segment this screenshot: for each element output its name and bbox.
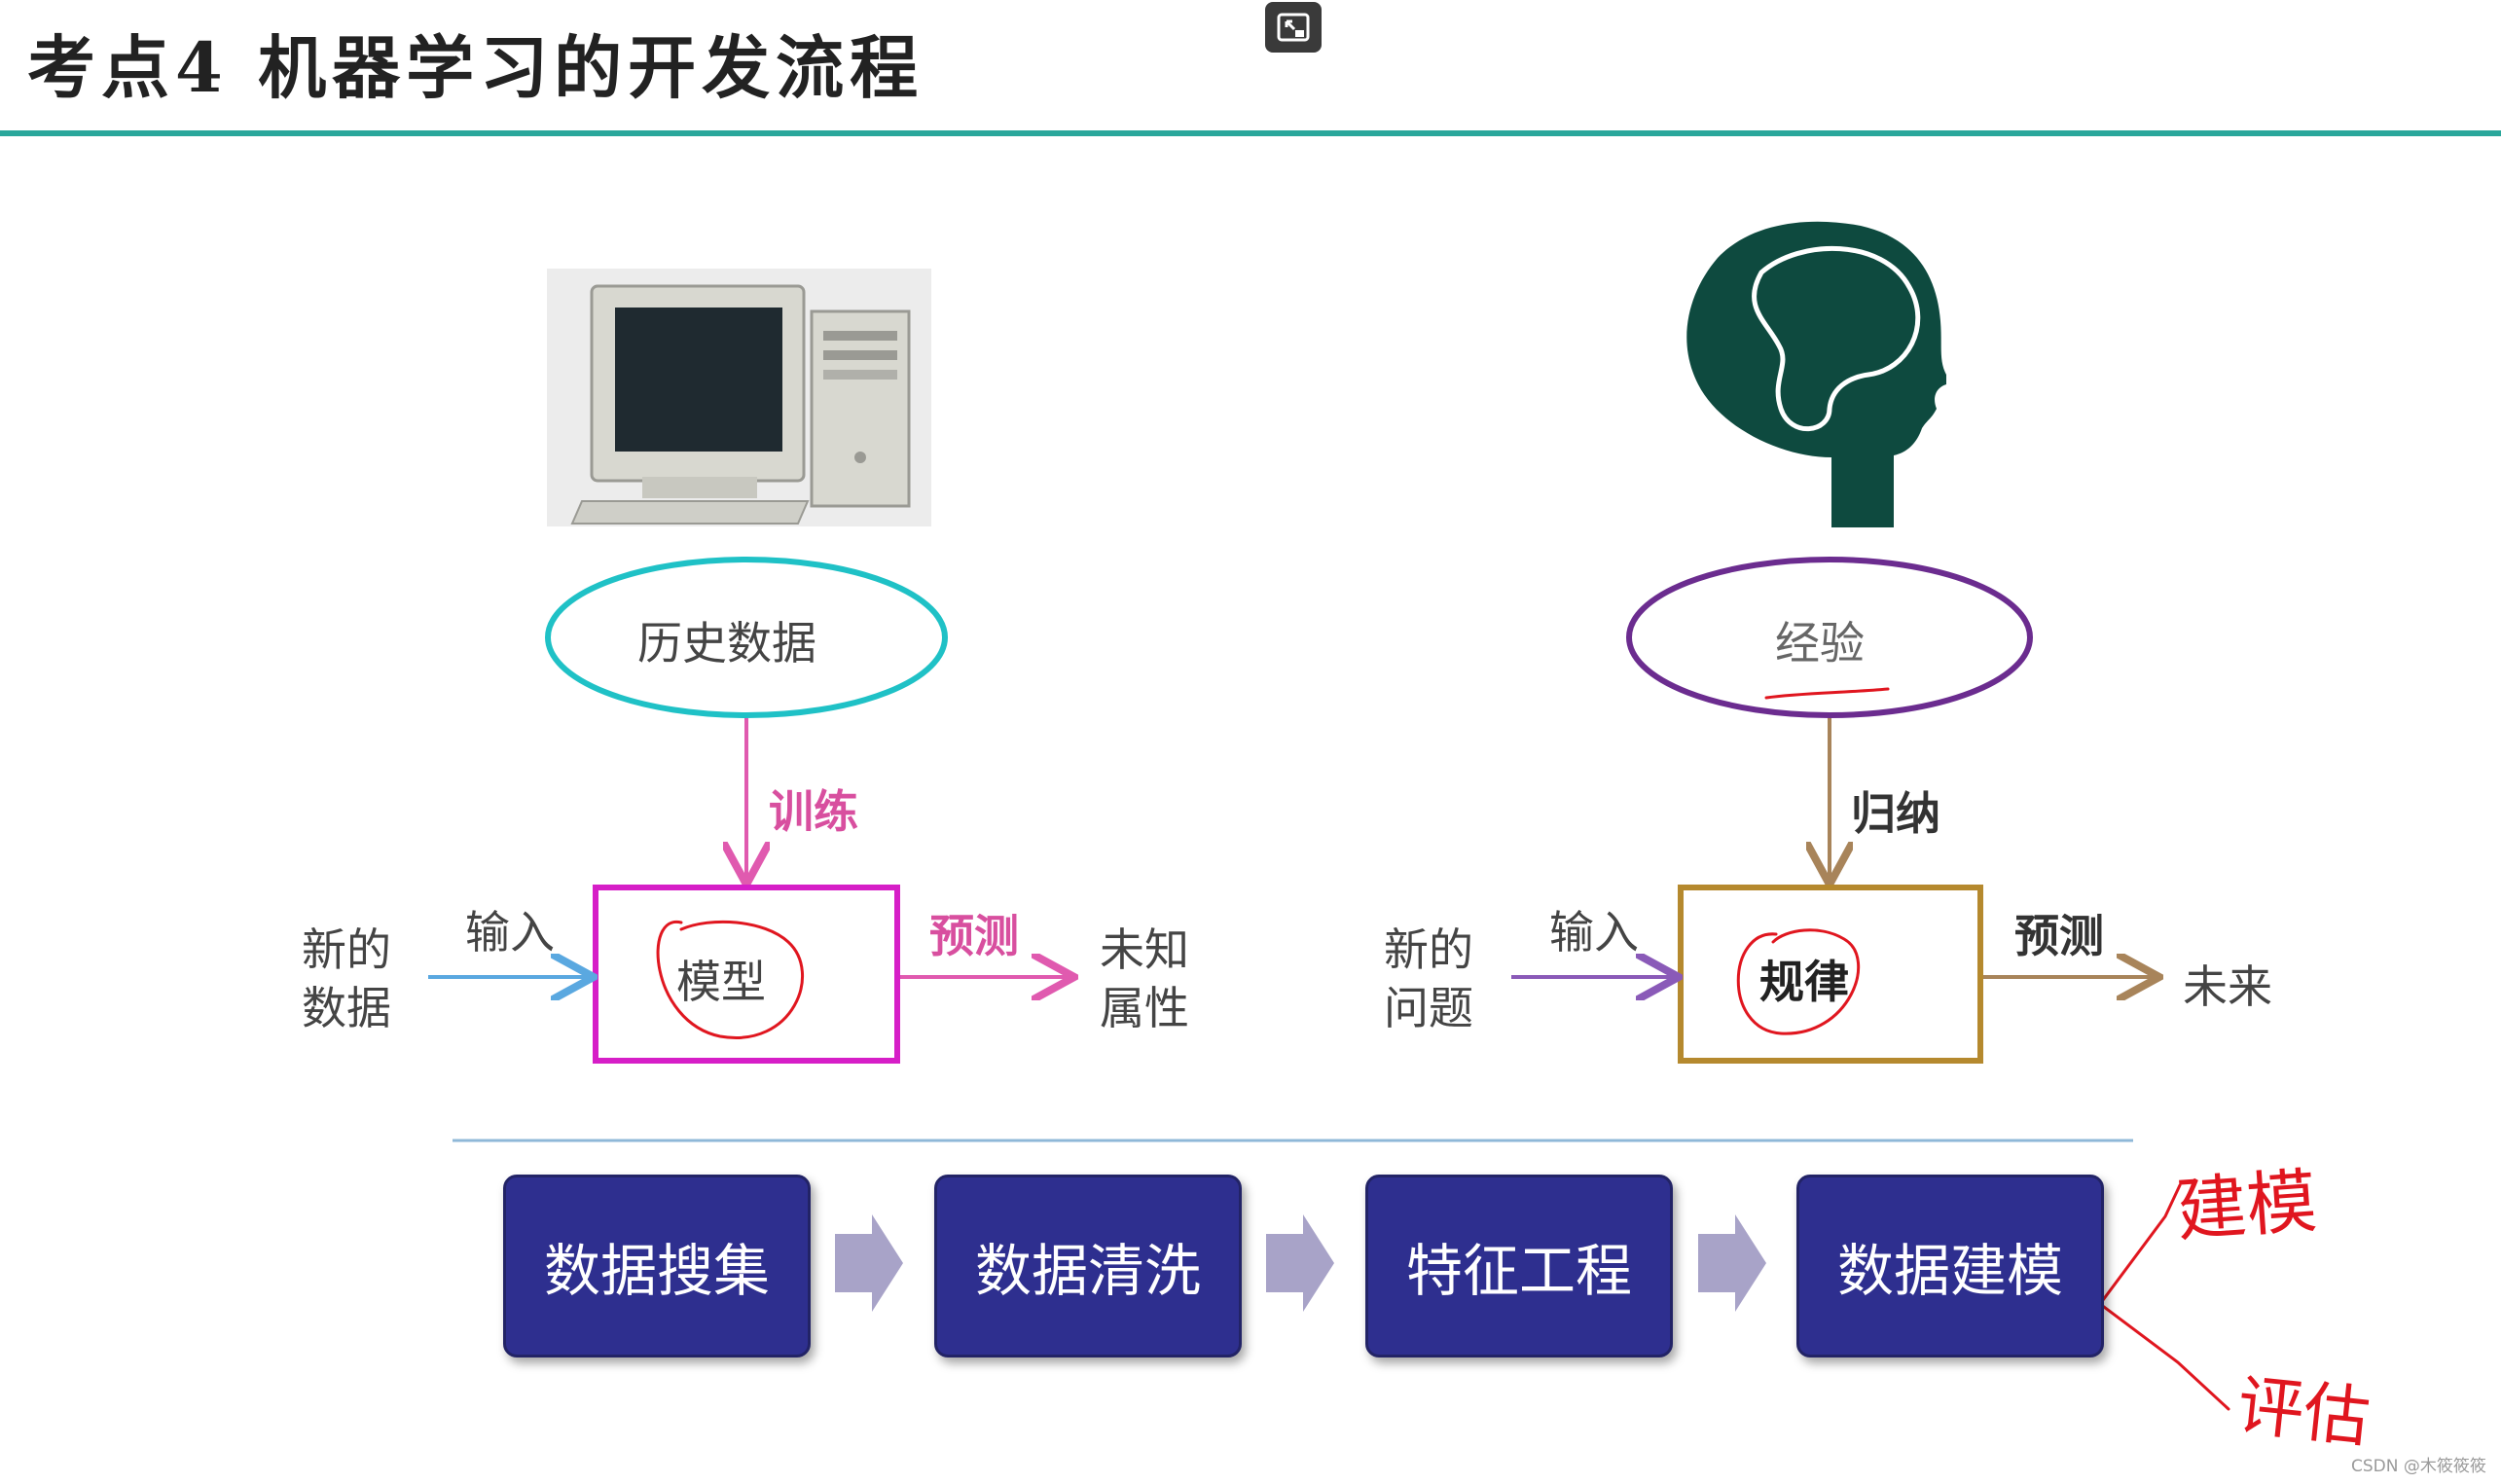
pipeline-arrow-3 [1698,1214,1766,1312]
future-label: 未来 [2183,960,2272,1013]
unknown-attribute-line-2: 属性 [1100,982,1189,1034]
experience-label: 经验 [1775,617,1865,670]
rule-circle-mark [1736,928,1861,1035]
train-label: 训练 [769,785,858,838]
rule-label: 规律 [1759,956,1849,1008]
restore-icon [1277,13,1310,42]
unknown-attribute-label: 未知 属性 [1100,921,1189,1037]
computer-icon [547,269,931,526]
branch-down-line [2098,1302,2230,1411]
history-data-label: 历史数据 [637,617,816,670]
page-title: 考点4 机器学习的开发流程 [27,27,924,108]
step-feature-engineering: 特征工程 [1365,1175,1673,1357]
step-data-cleaning: 数据清洗 [934,1175,1242,1357]
watermark: CSDN @木筱筱筱 [2351,1457,2486,1476]
human-predict-label: 预测 [2014,910,2104,962]
head-icon [1686,221,1946,527]
unknown-attribute-line-1: 未知 [1100,923,1189,976]
model-circle-mark [656,920,805,1039]
new-data-line-1: 新的 [302,923,391,976]
new-data-line-2: 数据 [302,982,391,1034]
experience-oval [1626,557,2033,718]
machine-predict-label: 预测 [929,910,1019,962]
induce-label: 归纳 [1851,787,1940,840]
model-label: 模型 [676,956,766,1008]
title-underline [0,130,2501,136]
new-question-line-2: 问题 [1384,982,1473,1034]
history-data-oval [545,557,948,718]
handwritten-modeling-note: 建模 [2173,1160,2320,1251]
pipeline-arrow-1 [835,1214,903,1312]
new-question-label: 新的 问题 [1384,921,1473,1037]
pipeline-arrow-2 [1266,1214,1334,1312]
restore-window-button[interactable] [1265,2,1322,53]
new-question-line-1: 新的 [1384,923,1473,976]
new-data-label: 新的 数据 [302,921,391,1037]
step-data-collection: 数据搜集 [503,1175,811,1357]
machine-input-label: 输入 [465,906,555,959]
human-input-label: 输入 [1549,906,1639,959]
experience-underline [1764,687,1890,700]
branch-up-line [2098,1183,2182,1306]
step-data-modeling: 数据建模 [1796,1175,2104,1357]
handwritten-evaluation-note: 评估 [2233,1367,2374,1458]
